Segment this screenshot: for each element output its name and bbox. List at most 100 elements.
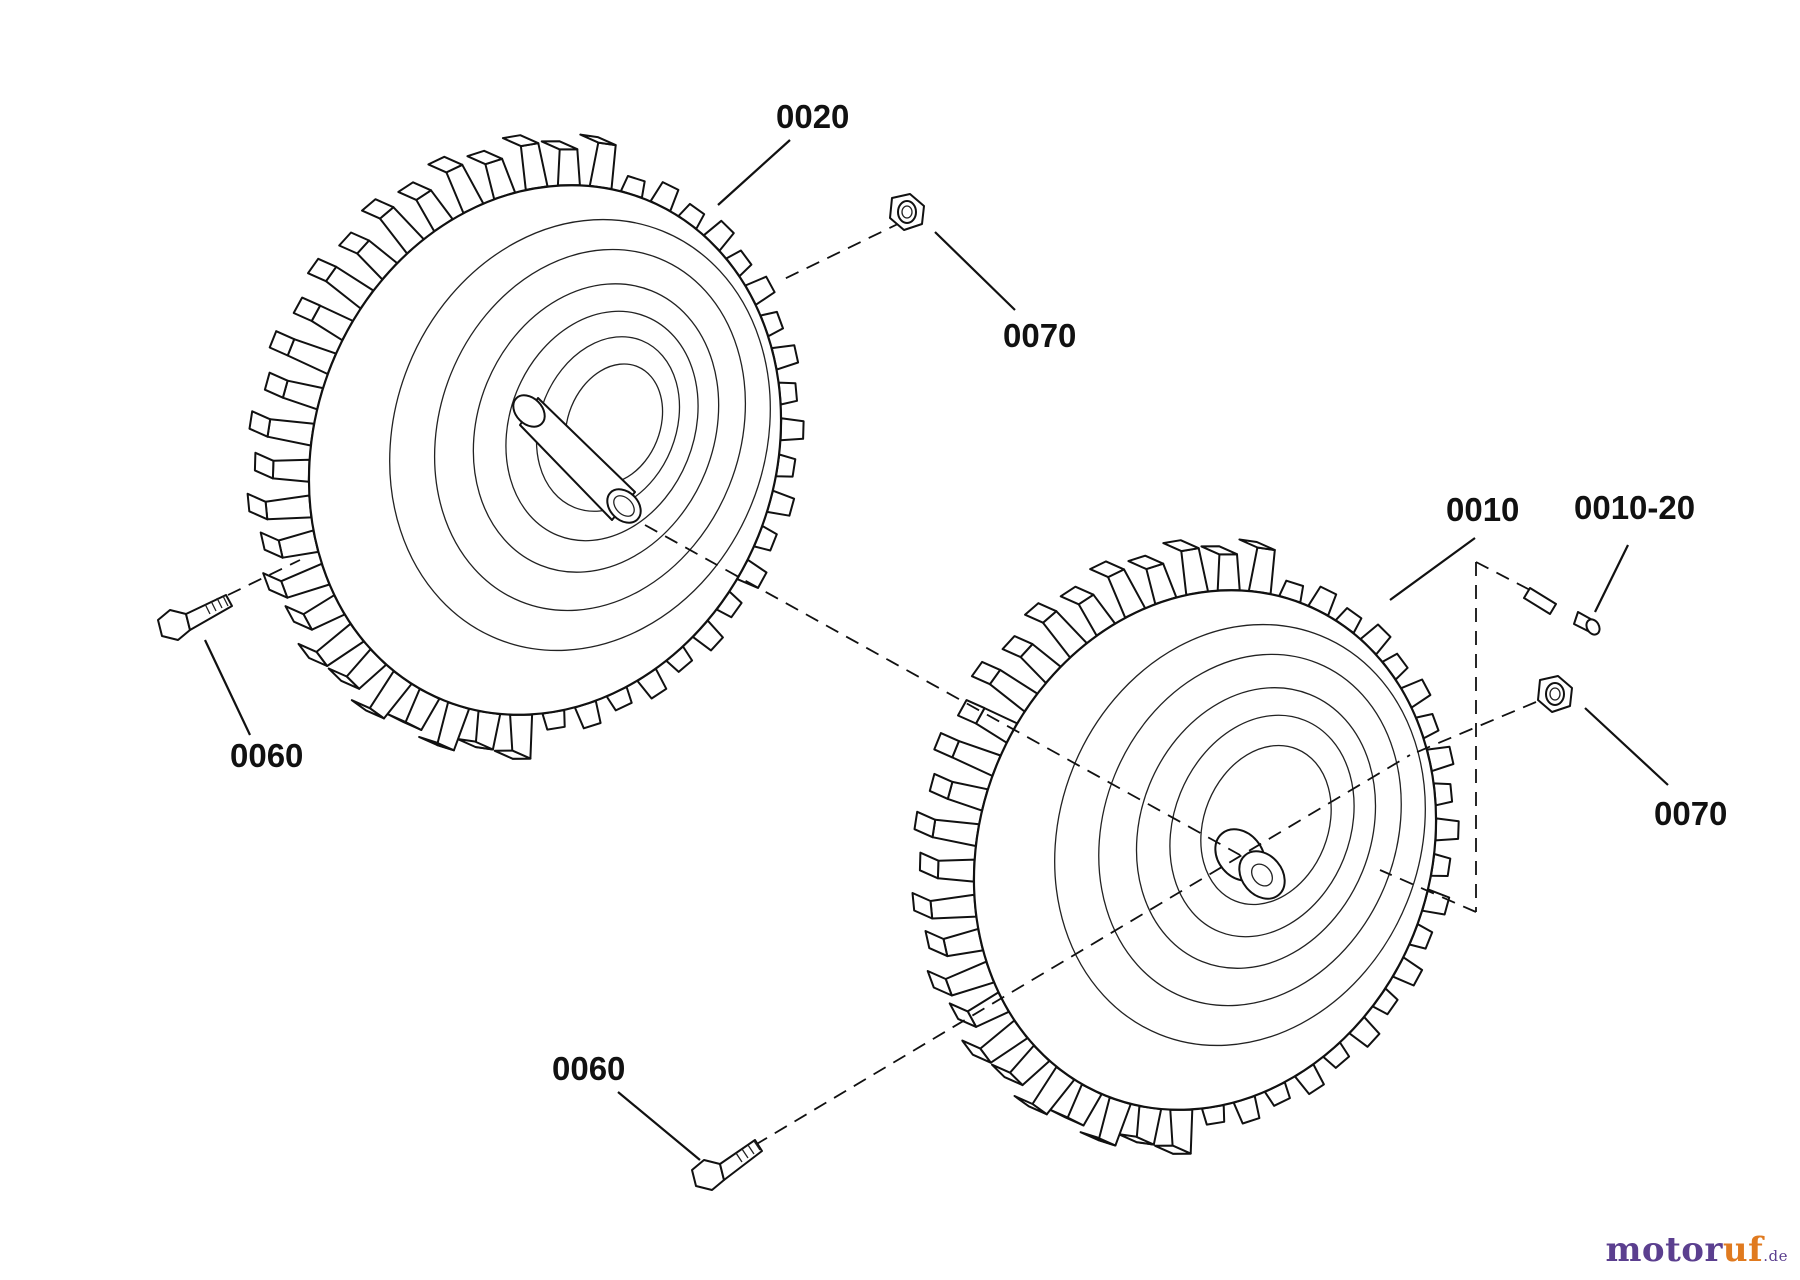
callout-0010-20: 0010-20 — [1574, 489, 1695, 526]
rim-ring-3-upper — [535, 336, 681, 512]
hex-bolt-lower — [691, 1139, 763, 1191]
upper-tread-lug-face — [338, 231, 370, 255]
upper-tread-lug-face — [284, 605, 313, 631]
rim-ring-2-upper — [505, 310, 699, 542]
watermark-part-2: uf — [1722, 1230, 1764, 1270]
callout-0020: 0020 — [776, 98, 849, 135]
lower-tread-lug — [931, 818, 980, 847]
assembly-lines — [227, 221, 1537, 1146]
leader-lines — [204, 139, 1669, 1161]
callout-0070-upper: 0070 — [1003, 317, 1076, 354]
lower-tread-lug-face — [957, 699, 986, 725]
lower-tread-lug-face — [924, 930, 949, 958]
tire-tread-lugs-lower — [911, 538, 1460, 1155]
lower-tread-lug-face — [926, 970, 953, 997]
lower-tread-lug-face — [928, 772, 954, 800]
axle-upper — [512, 394, 642, 524]
lower-tread-lug — [1216, 553, 1241, 592]
callout-0060-lower: 0060 — [552, 1050, 625, 1087]
wheel-assembly-upper — [246, 133, 805, 760]
hex-nut-lower — [1537, 675, 1573, 713]
upper-tread-lug-face — [268, 330, 296, 357]
lower-tread-lug — [1434, 817, 1460, 842]
lower-tread-lug-face — [1059, 585, 1095, 606]
lower-tread-lug — [936, 858, 976, 883]
upper-tread-lug — [264, 494, 313, 521]
hex-bolt-upper — [157, 594, 233, 641]
upper-tread-lug-face — [307, 257, 338, 283]
lower-tread-lug-face — [1238, 538, 1276, 551]
lower-tread-lug-face — [1162, 539, 1200, 553]
hex-nut-upper — [889, 193, 925, 231]
lower-tread-lug-face — [1079, 1131, 1117, 1147]
lower-tread-lug — [1247, 546, 1276, 595]
lower-tread-lug-face — [911, 892, 934, 920]
callout-0070-lower: 0070 — [1654, 795, 1727, 832]
upper-tread-lug-face — [262, 572, 289, 599]
upper-tread-lug-face — [248, 410, 272, 438]
tire-sidewall-ring-lower — [1054, 623, 1426, 1047]
rim-outer-lower — [1098, 653, 1402, 1007]
lower-tread-lug — [929, 893, 978, 920]
rim-ring-2-lower — [1169, 714, 1355, 938]
lower-tread-lug — [942, 927, 984, 958]
upper-tread-lug — [271, 458, 311, 483]
upper-tread-lug — [280, 562, 331, 599]
lower-tread-lug — [1180, 547, 1209, 596]
upper-tread-lug-face — [259, 531, 284, 559]
lower-tread-lug-face — [1127, 554, 1165, 571]
upper-tread-lug-face — [397, 181, 432, 201]
upper-tread-lug — [588, 141, 617, 190]
lower-tread-lug — [946, 780, 989, 812]
watermark-part-1: motor — [1605, 1230, 1723, 1270]
rim-ring-3-lower — [1200, 744, 1332, 906]
lower-tread-lug-face — [1024, 602, 1058, 624]
callout-0010: 0010 — [1446, 491, 1519, 528]
upper-tread-lug-face — [263, 371, 289, 399]
upper-tread-lug — [281, 379, 324, 411]
site-watermark: motoruf.de — [1605, 1230, 1788, 1270]
upper-tread-lug — [277, 529, 320, 559]
upper-tread-lug-face — [292, 296, 322, 322]
lower-tread-lug-face — [913, 810, 937, 839]
upper-tread-lug-face — [579, 133, 617, 147]
upper-tread-lug — [519, 142, 549, 191]
tire-lower — [972, 589, 1438, 1111]
lower-tread-lug-face — [933, 732, 960, 759]
upper-tread-lug-face — [540, 140, 579, 151]
upper-tread-lug — [556, 148, 581, 187]
lower-tread-lug-face — [991, 1063, 1024, 1087]
tire-sidewall-ring-upper — [389, 218, 771, 652]
watermark-part-3: .de — [1763, 1247, 1788, 1265]
upper-tread-lug-face — [466, 149, 504, 166]
upper-tread-lug-face — [493, 749, 532, 760]
lower-tread-lug-face — [1001, 635, 1034, 659]
upper-tread-lug-face — [253, 451, 275, 480]
upper-tread-lug-face — [418, 736, 455, 752]
lower-tread-lug-face — [1013, 1095, 1048, 1116]
lower-tread-lug-face — [1089, 560, 1125, 579]
upper-tread-lug-face — [501, 134, 540, 148]
lower-tread-lug-face — [918, 851, 940, 880]
upper-tread-lug-face — [297, 642, 329, 667]
lower-tread-lug — [944, 960, 995, 997]
upper-tread-lug-face — [327, 667, 361, 690]
upper-tread-lug-face — [350, 699, 385, 720]
lower-tread-lug-face — [961, 1039, 992, 1064]
upper-tread-lug — [779, 417, 805, 442]
rim-outer-upper — [433, 248, 747, 612]
lower-tread-lug-face — [1200, 545, 1238, 556]
rim-ring-1-upper — [472, 283, 720, 573]
upper-tread-lug-face — [361, 198, 395, 220]
upper-tread-lug-face — [427, 155, 464, 174]
lower-tread-lug-face — [948, 1002, 978, 1028]
shear-pin — [1523, 587, 1601, 636]
lower-tread-lug-face — [1154, 1144, 1192, 1155]
wheel-assembly-lower — [911, 538, 1460, 1155]
lower-tread-lug-face — [970, 660, 1002, 686]
rim-ring-1-lower — [1135, 687, 1377, 969]
callout-0060-upper: 0060 — [230, 737, 303, 774]
upper-tread-lug — [266, 418, 315, 447]
upper-tread-lug-face — [246, 492, 269, 521]
